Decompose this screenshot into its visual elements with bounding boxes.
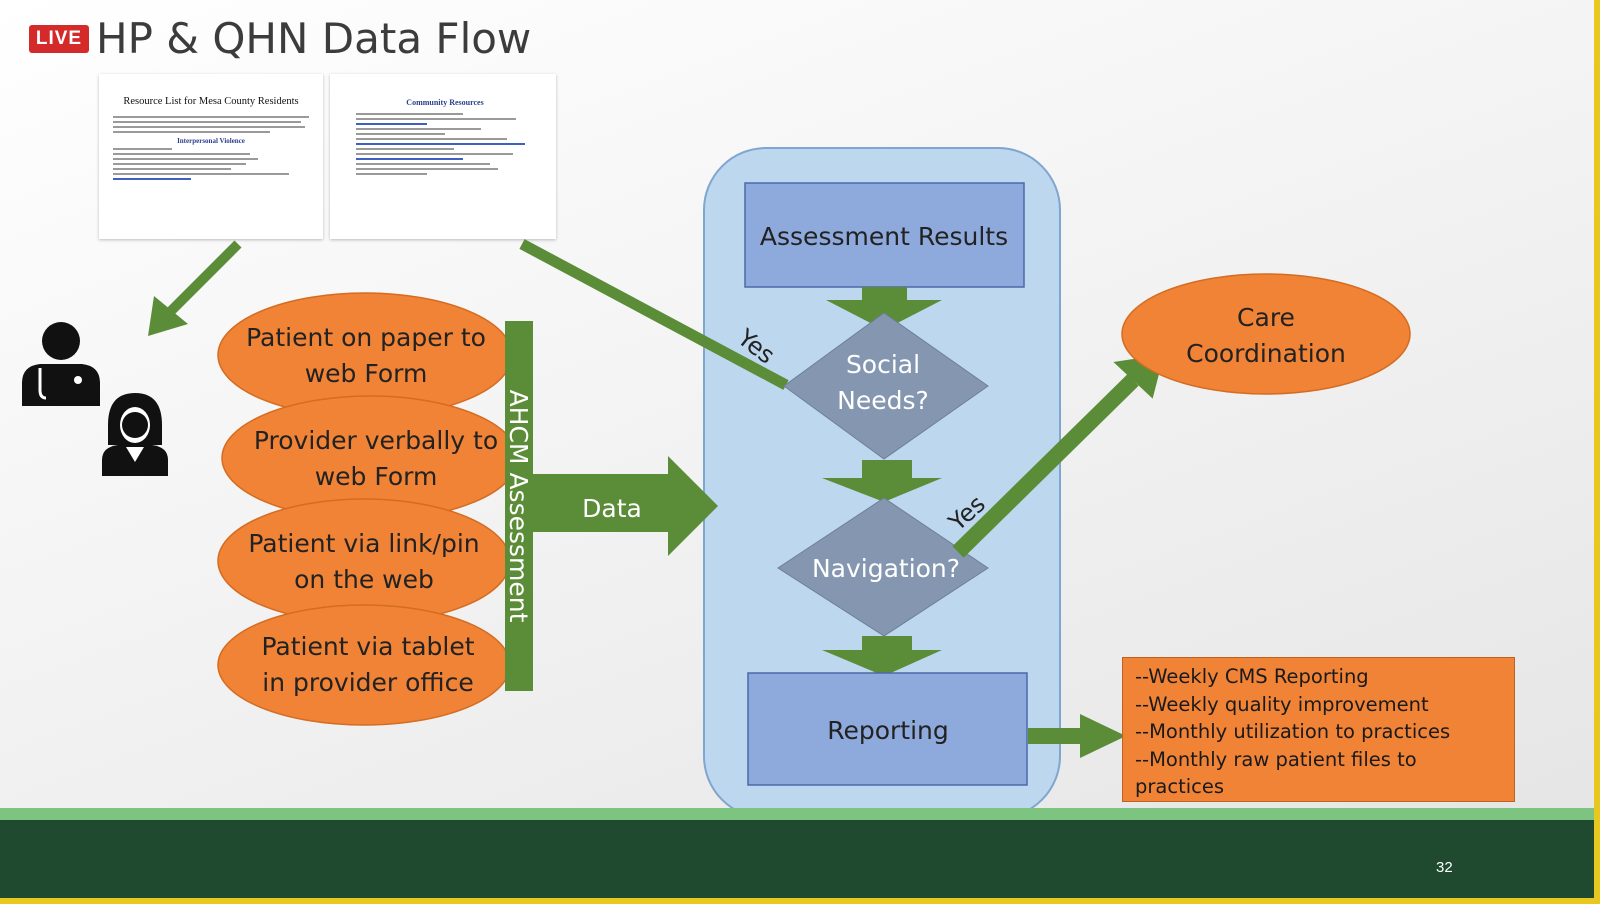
slide-title: HP & QHN Data Flow (96, 14, 532, 63)
intake-oval-2-line2: web Form (315, 462, 438, 491)
doc-to-provider-arrow-head (148, 296, 188, 336)
down-arrow-3 (822, 636, 942, 676)
reporting-label: Reporting (827, 716, 949, 745)
down-arrow-1 (826, 287, 942, 330)
page-number: 32 (1436, 859, 1453, 876)
assessment-results-box (744, 182, 1025, 288)
intake-oval-4-line2: in provider office (262, 668, 473, 697)
intake-oval-1-line2: web Form (305, 359, 428, 388)
intake-oval-3-line1: Patient via link/pin (248, 529, 479, 558)
intake-oval-4: Patient via tablet in provider office (217, 604, 511, 726)
intake-oval-2-line1: Provider verbally to (254, 426, 498, 455)
navigation-to-care-arrow-shaft (952, 374, 1139, 558)
assessment-results-label: Assessment Results (760, 222, 1008, 251)
reporting-outputs-box: --Weekly CMS Reporting --Weekly quality … (1122, 657, 1515, 802)
social-needs-line2: Needs? (837, 386, 929, 415)
navigation-label: Navigation? (812, 554, 960, 583)
resource-document-left-section: Interpersonal Violence (177, 137, 245, 145)
care-coordination-line1: Care (1237, 303, 1295, 332)
report-item-5: practices (1135, 775, 1225, 798)
social-needs-line1: Social (846, 350, 920, 379)
resource-document-left-title: Resource List for Mesa County Residents (123, 96, 299, 107)
social-needs-diamond (783, 312, 989, 460)
footer-stripe (0, 808, 1594, 822)
report-item-3: --Monthly utilization to practices (1135, 720, 1451, 743)
data-arrow-label: Data (582, 494, 642, 523)
report-item-1: --Weekly CMS Reporting (1135, 665, 1369, 688)
ahcm-assessment-label: AHCM Assessment (504, 390, 533, 623)
live-badge: LIVE (29, 25, 89, 53)
doctor-icon (22, 322, 100, 406)
care-coordination-oval (1121, 273, 1411, 395)
down-arrow-2 (822, 460, 942, 502)
footer-band (0, 820, 1594, 898)
report-item-2: --Weekly quality improvement (1135, 692, 1429, 716)
doc-to-social-needs-line (519, 239, 789, 390)
resource-document-right-title: Community Resources (406, 98, 484, 107)
intake-oval-1: Patient on paper to web Form (217, 292, 513, 418)
data-arrow (533, 456, 718, 556)
report-item-4: --Monthly raw patient files to (1135, 747, 1417, 771)
intake-oval-3-line2: on the web (294, 565, 434, 594)
resource-document-right: Community Resources (330, 74, 556, 239)
ahcm-assessment-bar (505, 321, 533, 691)
reporting-box (747, 672, 1028, 786)
intake-oval-1-line1: Patient on paper to (246, 323, 486, 352)
reporting-arrow (1028, 714, 1126, 758)
resource-document-left: Resource List for Mesa County Residents … (99, 74, 323, 239)
doc-to-provider-arrow-shaft (164, 240, 242, 318)
care-coordination-line2: Coordination (1186, 339, 1346, 368)
intake-oval-4-line1: Patient via tablet (261, 632, 474, 661)
intake-oval-3: Patient via link/pin on the web (217, 498, 511, 624)
patient-icon (102, 393, 168, 476)
